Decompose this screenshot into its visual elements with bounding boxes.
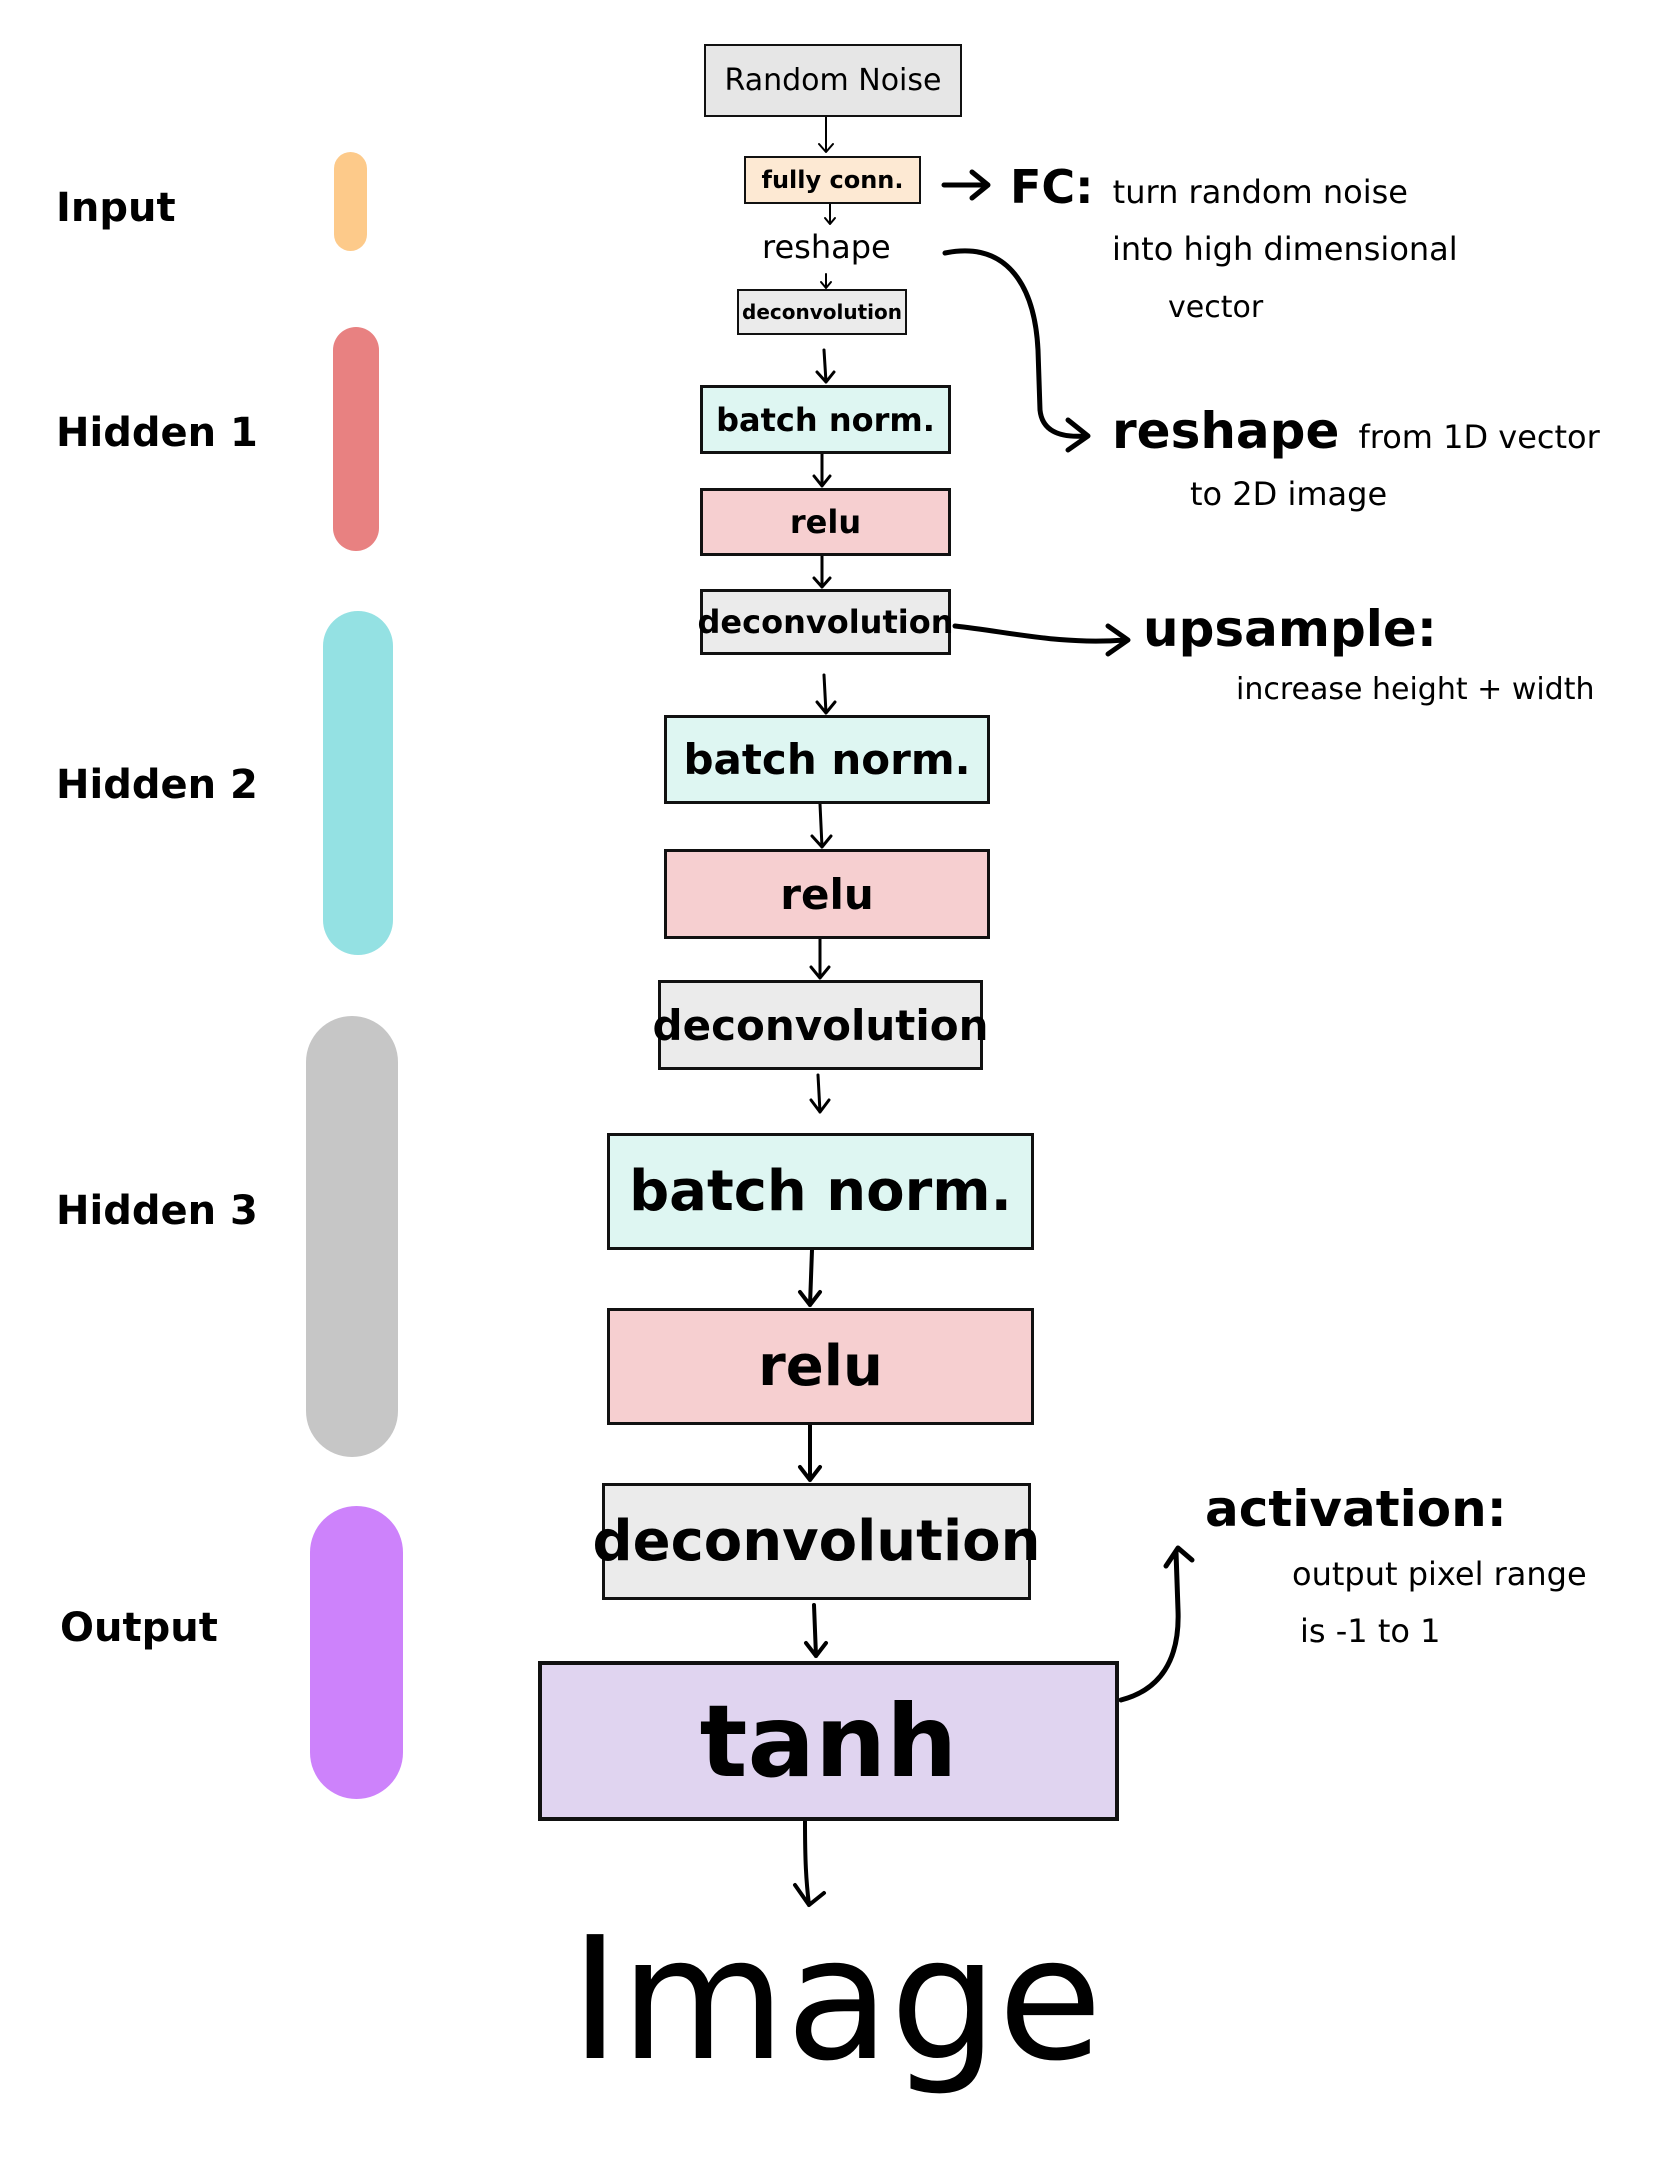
upsample-annotation-arrow (952, 623, 1131, 657)
tanh-box: tanh (538, 1661, 1119, 1821)
arrow-relu3-to-deconv3 (798, 1423, 822, 1482)
random-noise-box: Random Noise (704, 44, 962, 117)
arrow-relu1-to-deconv1 (812, 554, 832, 589)
stage-label-input: Input (56, 185, 176, 231)
arrow-tanh-to-image (793, 1819, 826, 1907)
reshape-annotation-arrow (942, 248, 1091, 453)
arrow-deconv0-to-bn1 (815, 348, 836, 384)
deconvolution-box-0: deconvolution (737, 289, 907, 335)
activation-annotation-line-2: is -1 to 1 (1300, 1612, 1441, 1650)
flow-arrows (818, 116, 836, 289)
fc-annotation: FC: turn random noise (1010, 160, 1408, 214)
stage-pill-hidden2 (323, 611, 393, 955)
upsample-annotation-line-1: increase height + width (1236, 672, 1595, 707)
fc-annotation-line-1: turn random noise (1112, 173, 1408, 211)
activation-annotation-line-1: output pixel range (1292, 1555, 1587, 1593)
image-output-label: Image (570, 1901, 1103, 2099)
stage-pill-hidden1 (333, 327, 379, 551)
batch-norm-box-1: batch norm. (700, 385, 951, 454)
activation-annotation-head: activation: (1205, 1480, 1507, 1538)
batch-norm-box-3: batch norm. (607, 1133, 1034, 1250)
upsample-annotation-head: upsample: (1143, 600, 1437, 658)
arrow-relu2-to-deconv2 (809, 937, 831, 980)
fc-annotation-head: FC: (1010, 160, 1094, 214)
reshape-annotation: reshape from 1D vector (1112, 402, 1600, 460)
arrow-deconv1-to-bn2 (815, 673, 837, 715)
deconvolution-box-3: deconvolution (593, 1483, 1040, 1600)
stage-label-hidden2: Hidden 2 (56, 762, 258, 808)
stage-pill-output (310, 1506, 403, 1799)
batch-norm-box-2: batch norm. (664, 715, 990, 804)
arrow-deconv2-to-bn3 (809, 1073, 831, 1114)
relu-box-3: relu (607, 1308, 1034, 1425)
fc-annotation-line-3: vector (1168, 290, 1264, 325)
reshape-label: reshape (762, 228, 891, 266)
arrow-noise-to-fc (818, 116, 834, 153)
arrow-bn3-to-relu3 (798, 1248, 822, 1307)
arrow-reshape-to-deconv0 (820, 273, 832, 289)
reshape-annotation-line-2: to 2D image (1190, 475, 1388, 513)
stage-pill-input (334, 152, 367, 251)
stage-label-hidden1: Hidden 1 (56, 410, 258, 456)
arrow-bn2-to-relu2 (810, 802, 833, 849)
deconvolution-box-2: deconvolution (653, 980, 988, 1070)
relu-box-1: relu (700, 488, 951, 556)
reshape-annotation-head: reshape (1112, 402, 1340, 460)
stage-label-hidden3: Hidden 3 (56, 1188, 258, 1234)
fc-annotation-line-2: into high dimensional (1112, 230, 1458, 268)
arrow-deconv3-to-tanh (804, 1603, 828, 1658)
arrow-bn1-to-relu1 (812, 452, 832, 488)
arrow-fc-to-reshape (824, 203, 836, 225)
relu-box-2: relu (664, 849, 990, 939)
fully-connected-box: fully conn. (744, 156, 921, 204)
reshape-annotation-line-1: from 1D vector (1358, 418, 1600, 456)
activation-annotation-arrow (1118, 1545, 1195, 1703)
stage-pill-hidden3 (306, 1016, 398, 1457)
deconvolution-box-1: deconvolution (698, 589, 953, 655)
fc-annotation-arrow (941, 169, 991, 201)
stage-label-output: Output (60, 1605, 218, 1651)
